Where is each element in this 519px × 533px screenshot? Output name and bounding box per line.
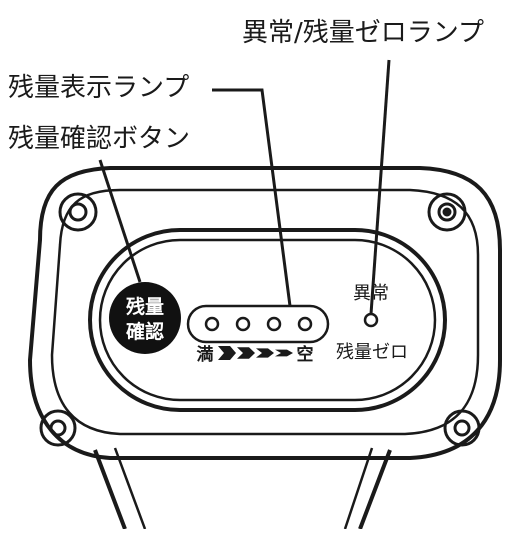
- display-panel-outer: [88, 228, 447, 412]
- level-lamp-2: [235, 316, 251, 332]
- device-lower-body: [93, 449, 392, 530]
- level-lamp-4: [297, 316, 313, 332]
- gauge-arrow-3: [256, 348, 274, 358]
- check-button-label-1: 残量: [126, 295, 164, 318]
- screw-bottom-left: [39, 409, 77, 447]
- zero-label: 残量ゼロ: [336, 342, 408, 363]
- leader-line-error-zero-lamp: [369, 59, 391, 315]
- empty-label: 空: [297, 344, 314, 365]
- device-housing-inner: [50, 188, 480, 436]
- check-button-label-2: 確認: [126, 320, 164, 343]
- screw-top-right: [427, 192, 467, 232]
- level-lamp-1: [204, 316, 220, 332]
- gauge-arrow-1: [218, 346, 236, 360]
- leader-line-check-button: [98, 159, 142, 283]
- callout-check-button: 残量確認ボタン: [8, 124, 191, 154]
- screw-top-left: [58, 192, 98, 232]
- screw-bottom-right: [443, 409, 481, 447]
- callout-error-zero-lamp: 異常/残量ゼロランプ: [242, 18, 484, 48]
- full-label: 満: [197, 344, 214, 365]
- level-lamp-frame: [186, 304, 330, 344]
- display-panel-inner: [98, 238, 437, 402]
- gauge-arrow-4: [275, 349, 293, 357]
- check-button[interactable]: [109, 282, 181, 354]
- callout-level-lamp: 残量表示ランプ: [8, 73, 190, 103]
- error-zero-lamp: [363, 312, 379, 328]
- leader-line-level-lamp: [212, 88, 292, 307]
- level-lamp-3: [266, 316, 282, 332]
- device-lower-inner: [113, 447, 374, 530]
- gauge-arrow-2: [237, 347, 255, 359]
